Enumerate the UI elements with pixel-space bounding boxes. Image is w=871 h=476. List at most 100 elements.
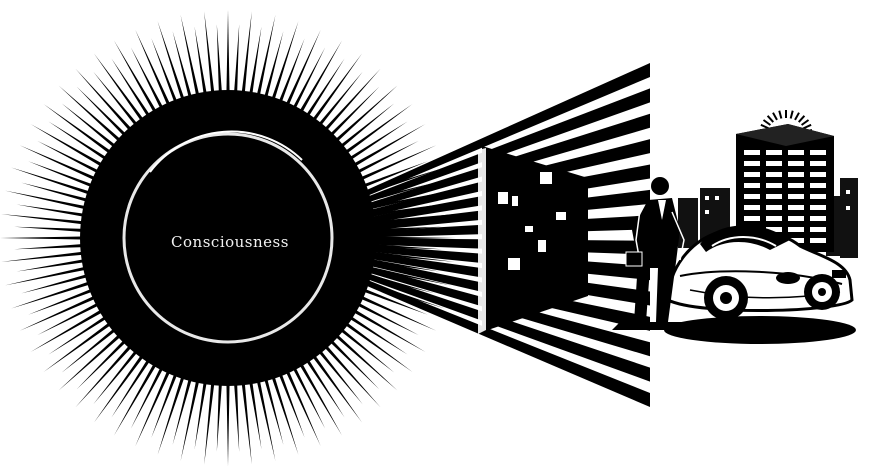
sunburst-ray [320,341,380,408]
tower-glow-ray [803,125,811,129]
sunburst-ray [344,121,407,163]
sunburst-ray [111,59,153,122]
sunburst-ray [75,69,135,136]
sunburst-ray [241,11,252,99]
tower-glow-ray [779,111,781,119]
sunburst-ray [181,375,201,461]
sunburst-ray [283,30,320,111]
tower-window [810,205,826,210]
sunburst-ray [59,330,126,390]
tower-window [788,205,804,210]
sunburst-ray [303,354,345,417]
sunburst-ray [352,141,419,176]
tower-window [788,183,804,188]
tower-window [744,205,760,210]
sunburst-ray [20,293,101,330]
sunburst-ray [135,365,172,446]
sunburst-ray [5,265,91,285]
sunburst-ray [59,85,126,145]
tower-window [788,194,804,199]
tower-glow-ray [802,120,809,125]
tower-window [810,194,826,199]
tower-glow-ray [773,113,777,120]
sunburst-ray [336,103,395,151]
sunburst-ray [234,378,240,452]
sunburst-ray [62,325,121,373]
sunburst-ray [255,15,275,101]
sunburst-ray [331,330,398,390]
sunburst-ray [336,325,395,373]
sunburst-ray [5,191,91,211]
sunburst-ray [263,31,284,103]
sunburst-ray [326,336,380,390]
sunburst-ray [20,145,101,182]
sunburst-ray [241,377,252,465]
tower-window [810,216,826,221]
sunburst-ray [217,378,223,452]
tower-window [788,150,804,155]
sunburst-ray [226,10,229,98]
sunburst-ray [290,47,325,114]
tower-glow-ray [799,116,805,122]
tower-glow-ray [763,120,770,125]
sunburst-ray [1,214,89,225]
tower-window [788,227,804,232]
sunburst-ray [37,300,104,335]
sunburst-ray [1,251,89,262]
sunburst-ray [111,354,153,417]
tower-glow-ray [768,116,774,122]
sunburst-ray [255,375,275,461]
tower-window [766,150,782,155]
tower-window [788,161,804,166]
sunburst-ray [315,346,363,405]
tower-window [766,194,782,199]
sunburst-ray [62,103,121,151]
sunburst-ray [326,87,380,141]
sunburst-ray [344,313,407,355]
tower-window [788,216,804,221]
tower-window [744,194,760,199]
tower-window [744,172,760,177]
sunburst-ray [131,47,166,114]
tower-glow-ray [761,125,769,129]
sunburst-ray [263,373,284,445]
sunburst-ray [37,141,104,176]
tower-window [744,150,760,155]
tower-window [810,238,826,243]
sunburst-ray [352,300,419,335]
sunburst-ray [93,72,141,131]
tower-window [788,172,804,177]
tower-window [766,183,782,188]
sunburst-ray [283,365,320,446]
sunburst-ray [93,346,141,405]
sunburst-ray [234,24,240,98]
sunburst-ray [14,227,88,233]
tower-window [744,216,760,221]
sunburst-ray [49,121,112,163]
sunburst-ray [135,30,172,111]
tower-window [766,161,782,166]
sunburst-ray [303,59,345,122]
tower-window [766,216,782,221]
sunburst-ray [217,24,223,98]
sunburst-ray [290,362,325,429]
tower-window [766,172,782,177]
sunburst-ray [204,377,215,465]
sunburst-ray [173,31,194,103]
tower-window [766,205,782,210]
sunburst-ray [331,85,398,145]
sunburst-ray [0,236,88,239]
sunburst-ray [21,273,93,294]
sunburst-ray [14,244,88,250]
tower-glow-ray [795,113,799,120]
sunburst-ray [226,378,229,466]
tower-window [810,150,826,155]
tower-window [744,183,760,188]
sunburst-ray [181,15,201,101]
sunburst-ray [77,336,131,390]
sunburst-ray [21,183,93,204]
sunburst-ray [75,341,135,408]
sunburst-ray [49,313,112,355]
consciousness-label: Consciousness [171,233,289,251]
